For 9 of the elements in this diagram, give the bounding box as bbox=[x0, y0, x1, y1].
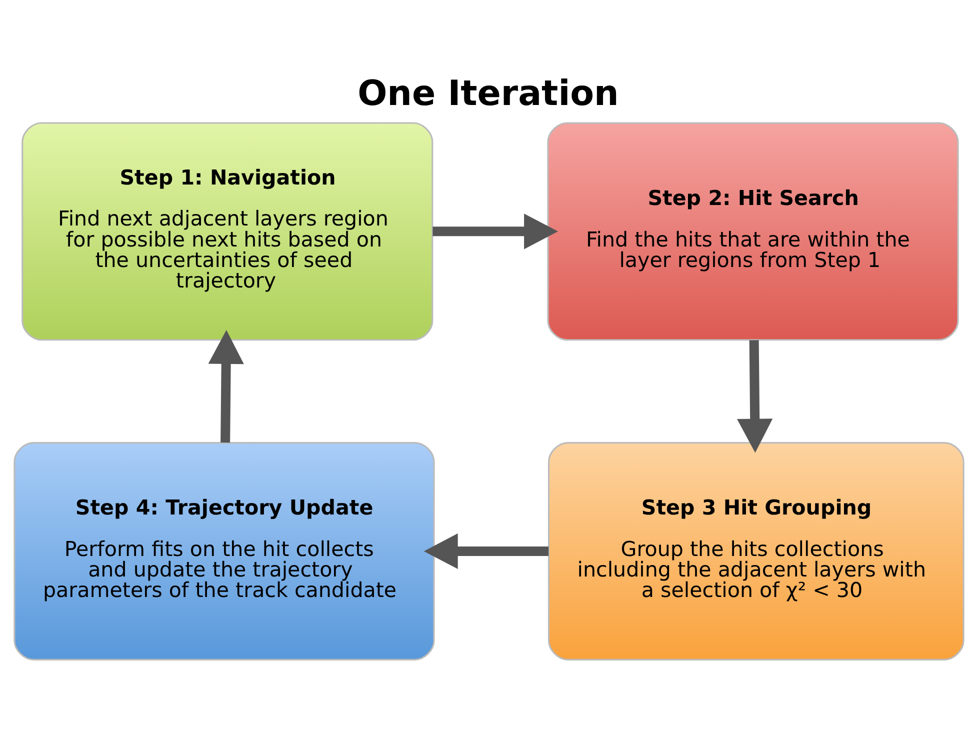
node-box: Step 1: Navigation Find next adjacent layers region for possible next hits based on the uncertainties of seed trajectory bbox=[22, 122, 434, 341]
arrow bbox=[208, 330, 244, 443]
node-box: Step 3 Hit Grouping Group the hits collections including the adjacent layers with a selection of χ² < 30 bbox=[548, 442, 964, 660]
node-box: Step 2: Hit Search Find the hits that are within the layer regions from Step 1 bbox=[547, 122, 959, 341]
node-box: Step 4: Trajectory Update Perform fits on the hit collects and update the trajectory parameters of the track candidate bbox=[14, 442, 435, 660]
arrow bbox=[424, 533, 549, 570]
arrow bbox=[432, 214, 558, 250]
diagram-title: One Iteration bbox=[358, 74, 619, 114]
arrow bbox=[737, 340, 773, 453]
